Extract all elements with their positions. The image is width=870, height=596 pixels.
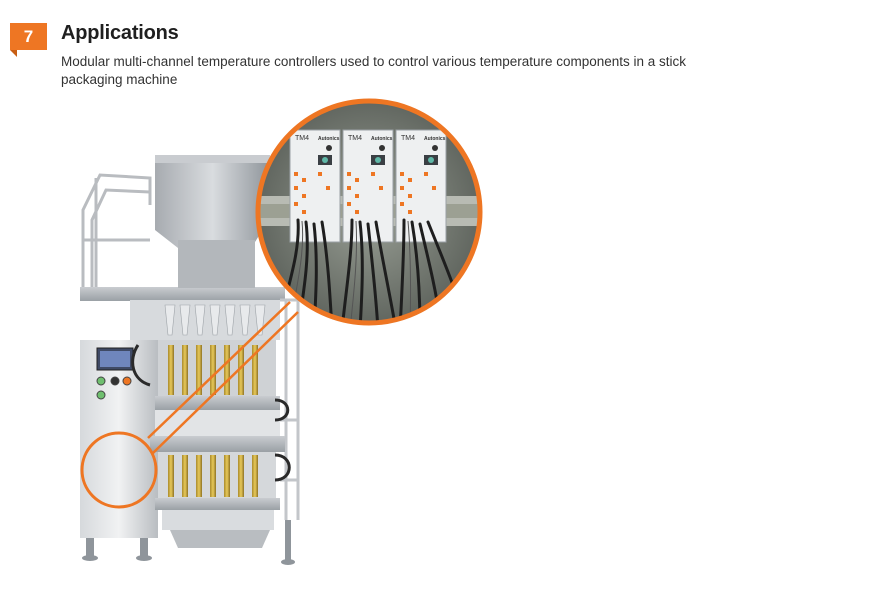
- callout-lines: [147, 301, 299, 455]
- cutting-unit: [162, 510, 274, 530]
- section-number: 7: [23, 26, 34, 46]
- badge-tail: [10, 50, 17, 57]
- machine-feet: [82, 520, 295, 565]
- module-label: TM4: [348, 135, 362, 142]
- inset-border: [255, 98, 483, 326]
- section-description: Modular multi-channel temperature contro…: [61, 54, 687, 87]
- controller-zoom-inset: TM4 Autonics TM4 Autonics: [255, 98, 483, 326]
- packaging-machine: [80, 155, 300, 565]
- module-label: TM4: [295, 135, 309, 142]
- module-label: TM4: [401, 135, 415, 142]
- stop-button: [110, 376, 120, 386]
- start-button: [96, 376, 106, 386]
- platform-deck: [80, 287, 285, 301]
- discharge-chute: [170, 530, 270, 548]
- section-number-badge: 7: [10, 23, 47, 50]
- cabinet-highlight-circle: [80, 431, 158, 509]
- emergency-button: [122, 376, 132, 386]
- brand-label: Autonics: [318, 136, 340, 142]
- upper-sticks: [168, 345, 258, 395]
- brand-label: Autonics: [371, 136, 393, 142]
- section-title: Applications: [61, 22, 179, 44]
- forming-tubes: [164, 304, 266, 336]
- brand-label: Autonics: [424, 136, 446, 142]
- control-cabinet: [80, 340, 158, 538]
- top-railing: [81, 173, 152, 297]
- lower-sticks: [168, 455, 258, 497]
